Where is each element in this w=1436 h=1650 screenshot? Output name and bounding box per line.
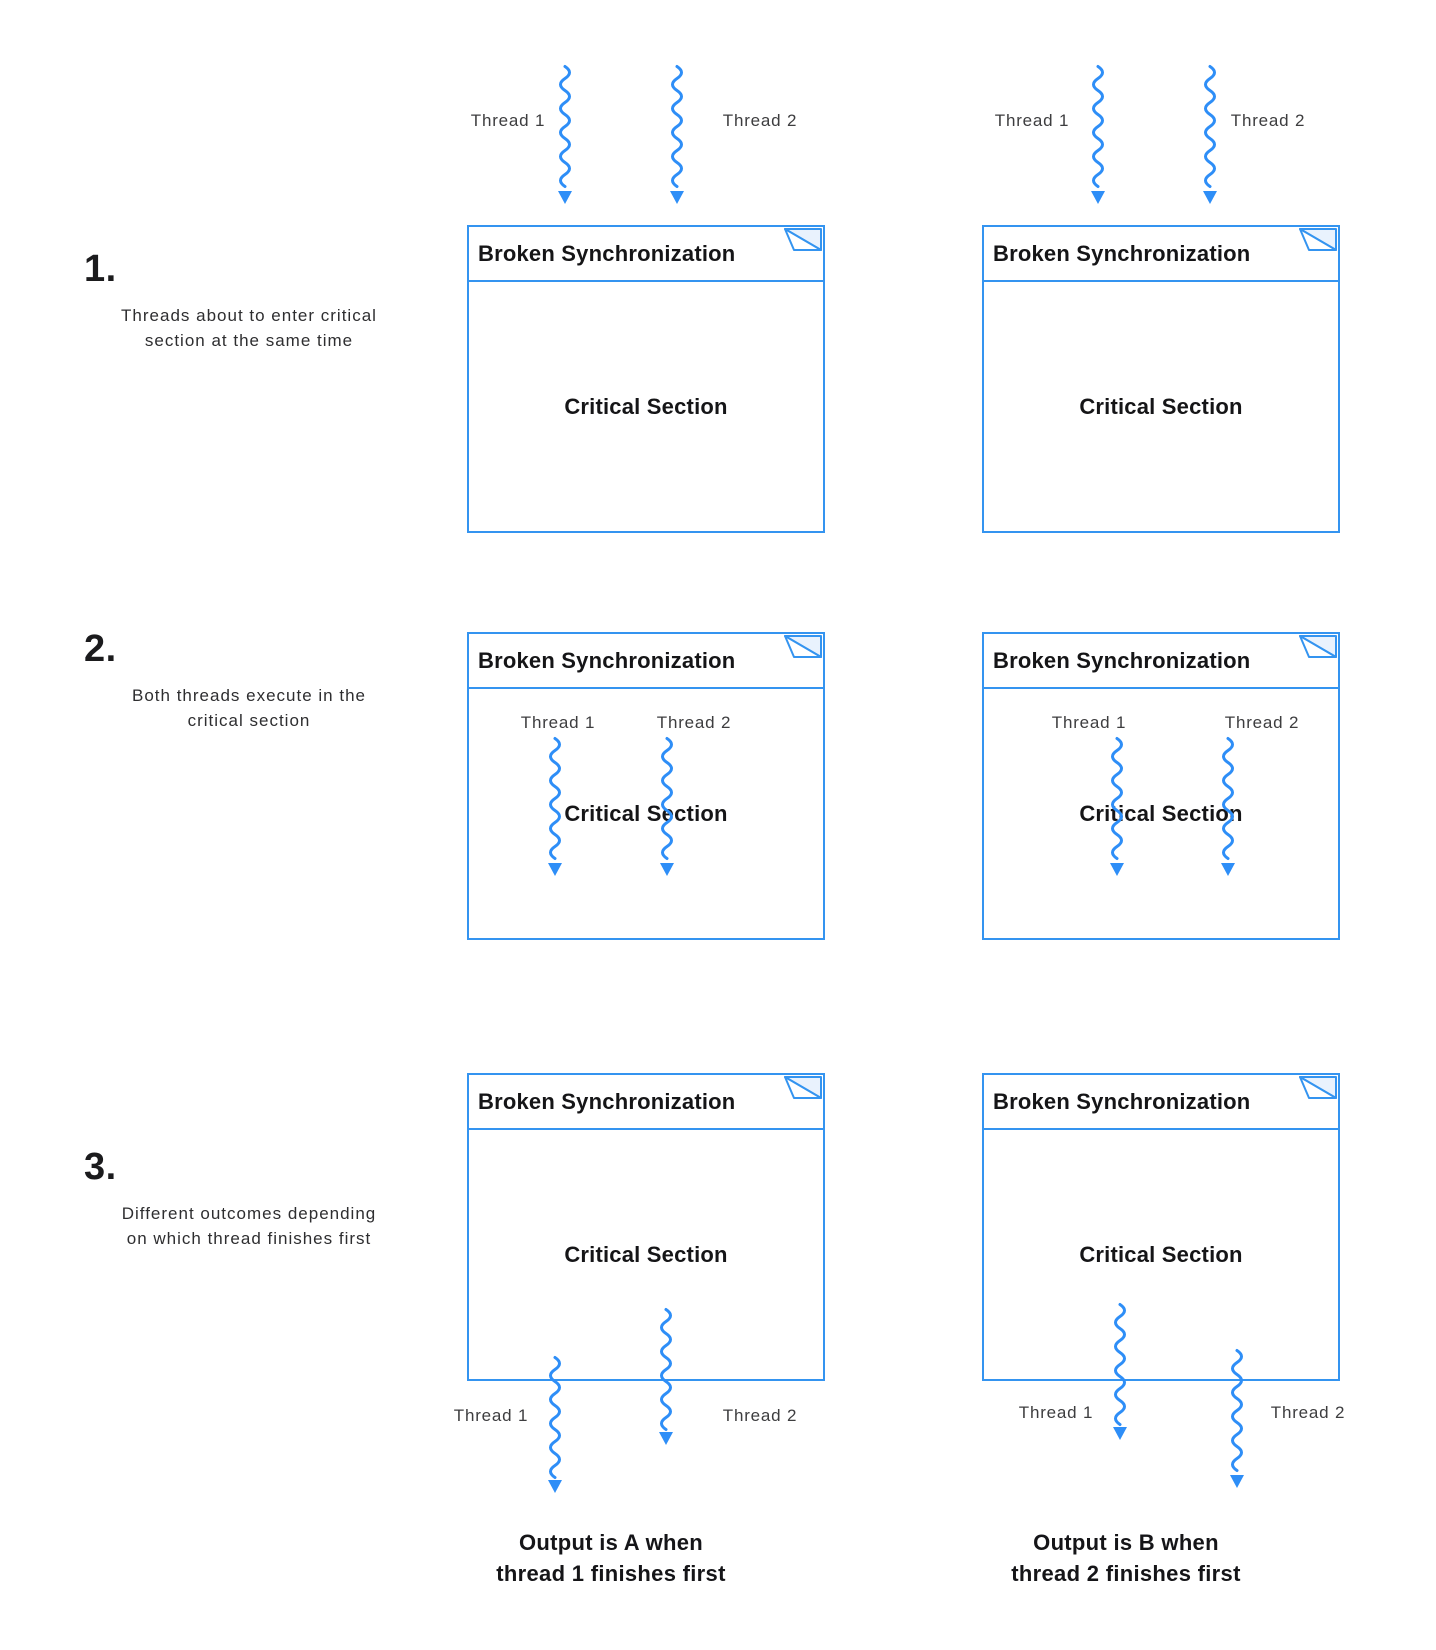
box-header: Broken Synchronization [984, 227, 1338, 282]
thread-2-label: Thread 2 [1224, 713, 1300, 732]
thread-2-label: Thread 2 [722, 1406, 798, 1425]
box-title: Broken Synchronization [993, 240, 1251, 266]
step-desc-line: Both threads execute in the [132, 686, 366, 705]
box-body: Critical Section [469, 689, 823, 938]
step-3: 3. Different outcomes depending on which… [84, 1146, 414, 1251]
thread-2-arrow [1230, 1349, 1244, 1488]
step-desc-line: on which thread finishes first [126, 1229, 372, 1248]
broken-sync-box-row2-right: Broken Synchronization Critical Section [982, 632, 1340, 940]
thread-1-label: Thread 1 [470, 111, 546, 130]
step-1-number: 1. [84, 248, 117, 290]
folded-corner-icon [784, 228, 822, 251]
box-body: Critical Section [984, 689, 1338, 938]
box-body: Critical Section [469, 1130, 823, 1379]
broken-sync-box-row3-left: Broken Synchronization Critical Section [467, 1073, 825, 1381]
step-2-description: Both threads execute in the critical sec… [84, 683, 414, 733]
folded-corner-icon [784, 635, 822, 658]
thread-2-arrow [1221, 737, 1235, 876]
folded-corner-icon [1299, 228, 1337, 251]
step-3-number: 3. [84, 1146, 117, 1188]
thread-2-label: Thread 2 [656, 713, 732, 732]
outcome-caption-a: Output is A when thread 1 finishes first [496, 1527, 725, 1589]
box-header: Broken Synchronization [469, 227, 823, 282]
broken-sync-box-row1-left: Broken Synchronization Critical Section [467, 225, 825, 533]
box-title: Broken Synchronization [993, 1088, 1251, 1114]
thread-1-arrow [558, 65, 572, 204]
caption-line: thread 2 finishes first [1011, 1561, 1241, 1586]
thread-2-arrow [660, 737, 674, 876]
step-desc-line: section at the same time [144, 331, 354, 350]
step-desc-line: Different outcomes depending [121, 1204, 377, 1223]
thread-2-arrow [1203, 65, 1217, 204]
critical-section-label: Critical Section [1079, 1241, 1243, 1267]
critical-section-label: Critical Section [1079, 800, 1243, 826]
step-2-number: 2. [84, 628, 117, 670]
box-header: Broken Synchronization [984, 634, 1338, 689]
step-2: 2. Both threads execute in the critical … [84, 628, 414, 733]
box-title: Broken Synchronization [993, 647, 1251, 673]
thread-2-label: Thread 2 [722, 111, 798, 130]
thread-2-arrow [659, 1308, 673, 1445]
outcome-caption-b: Output is B when thread 2 finishes first [1011, 1527, 1240, 1589]
thread-1-label: Thread 1 [520, 713, 596, 732]
thread-1-label: Thread 1 [1051, 713, 1127, 732]
box-title: Broken Synchronization [478, 240, 736, 266]
thread-1-label: Thread 1 [1018, 1403, 1094, 1422]
box-body: Critical Section [984, 1130, 1338, 1379]
folded-corner-icon [1299, 635, 1337, 658]
step-desc-line: critical section [187, 711, 311, 730]
thread-1-arrow [548, 1356, 562, 1493]
caption-line: Output is B when [1033, 1530, 1219, 1555]
critical-section-label: Critical Section [564, 393, 728, 419]
step-1-description: Threads about to enter critical section … [84, 303, 414, 353]
thread-1-arrow [548, 737, 562, 876]
box-header: Broken Synchronization [984, 1075, 1338, 1130]
step-desc-line: Threads about to enter critical [121, 306, 377, 325]
thread-2-arrow [670, 65, 684, 204]
thread-2-label: Thread 2 [1270, 1403, 1346, 1422]
thread-1-arrow [1113, 1303, 1127, 1440]
caption-line: thread 1 finishes first [496, 1561, 726, 1586]
step-3-description: Different outcomes depending on which th… [84, 1201, 414, 1251]
folded-corner-icon [1299, 1076, 1337, 1099]
box-header: Broken Synchronization [469, 1075, 823, 1130]
folded-corner-icon [784, 1076, 822, 1099]
thread-1-label: Thread 1 [453, 1406, 529, 1425]
box-header: Broken Synchronization [469, 634, 823, 689]
box-body: Critical Section [984, 282, 1338, 531]
box-body: Critical Section [469, 282, 823, 531]
box-title: Broken Synchronization [478, 1088, 736, 1114]
thread-1-arrow [1091, 65, 1105, 204]
thread-2-label: Thread 2 [1230, 111, 1306, 130]
broken-sync-box-row1-right: Broken Synchronization Critical Section [982, 225, 1340, 533]
thread-1-label: Thread 1 [994, 111, 1070, 130]
thread-1-arrow [1110, 737, 1124, 876]
caption-line: Output is A when [518, 1530, 704, 1555]
critical-section-label: Critical Section [564, 800, 728, 826]
broken-sync-box-row3-right: Broken Synchronization Critical Section [982, 1073, 1340, 1381]
box-title: Broken Synchronization [478, 647, 736, 673]
broken-sync-box-row2-left: Broken Synchronization Critical Section [467, 632, 825, 940]
critical-section-label: Critical Section [1079, 393, 1243, 419]
step-1: 1. Threads about to enter critical secti… [84, 248, 414, 353]
critical-section-label: Critical Section [564, 1241, 728, 1267]
